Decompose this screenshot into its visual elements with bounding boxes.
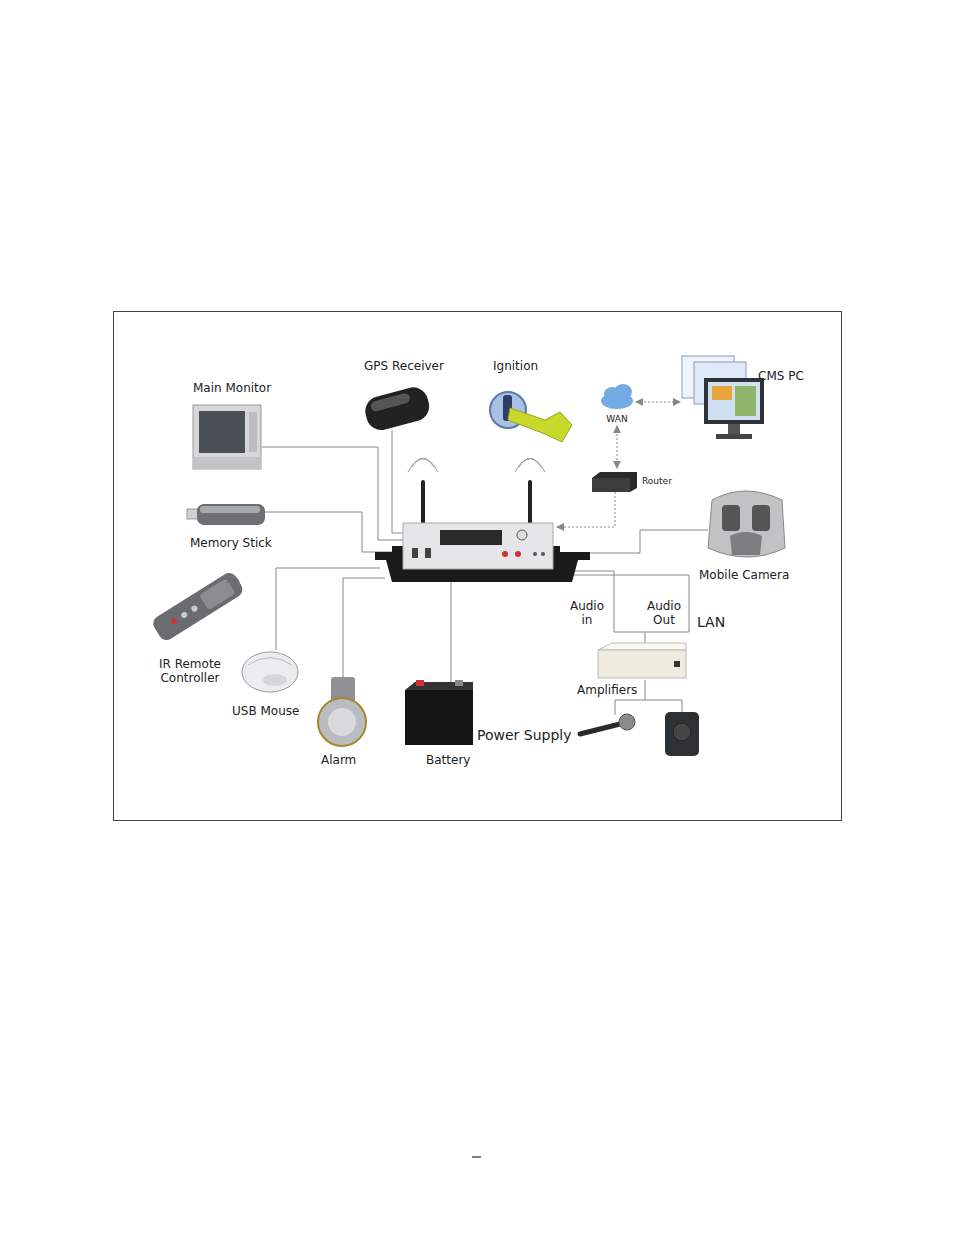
ir-waves xyxy=(226,576,240,586)
device-label: Main Monitor xyxy=(193,381,271,395)
device-label: IR Remote Controller xyxy=(153,657,227,685)
device-node: Router xyxy=(590,468,670,494)
speaker-icon xyxy=(665,712,699,756)
battery-icon xyxy=(405,680,473,745)
device-node: Ignition xyxy=(493,359,538,373)
memory-stick-icon xyxy=(187,504,265,525)
device-label: CMS PC xyxy=(758,369,804,383)
device-label: GPS Receiver xyxy=(364,359,444,373)
monitor-icon xyxy=(193,405,261,469)
cloud-icon xyxy=(601,384,633,409)
device-label: Router xyxy=(642,476,672,487)
network-link xyxy=(617,426,618,468)
device-node: Alarm xyxy=(321,753,356,767)
dvr xyxy=(375,459,590,583)
device-node: CMS PC xyxy=(680,350,810,445)
device-node: Main Monitor xyxy=(193,381,271,395)
pc-icon xyxy=(682,356,764,439)
mouse-icon xyxy=(242,652,298,692)
gps-icon xyxy=(362,384,433,433)
device-label: Mobile Camera xyxy=(699,568,789,582)
device-node: Battery xyxy=(426,753,470,767)
device-node: IR Remote Controller xyxy=(153,657,227,685)
device-label: WAN xyxy=(598,414,636,425)
device-label: Ignition xyxy=(493,359,538,373)
device-label: Battery xyxy=(426,753,470,767)
device-label: USB Mouse xyxy=(232,704,299,718)
router-icon xyxy=(592,472,637,492)
port-label: Audio in xyxy=(566,599,608,627)
device-node: WAN xyxy=(598,378,636,426)
device-node: GPS Receiver xyxy=(364,359,444,373)
port-label: Power Supply xyxy=(477,727,572,744)
device-node: Mobile Camera xyxy=(699,568,789,582)
page-mark xyxy=(472,1157,481,1158)
ignition-icon xyxy=(490,392,572,442)
device-node: Memory Stick xyxy=(190,536,272,550)
port-label: Audio Out xyxy=(643,599,685,627)
device-label: Amplifiers xyxy=(577,683,637,697)
remote-icon xyxy=(150,570,245,643)
device-label: Memory Stick xyxy=(190,536,272,550)
wires xyxy=(262,430,708,715)
device-node: Amplifiers xyxy=(577,683,637,697)
microphone-icon xyxy=(580,714,635,734)
alarm-icon xyxy=(318,677,366,746)
amplifier-icon xyxy=(598,643,686,678)
device-label: Alarm xyxy=(321,753,356,767)
port-label: LAN xyxy=(697,614,725,631)
camera-icon xyxy=(708,491,785,557)
frame xyxy=(114,312,842,821)
network-link xyxy=(636,402,680,403)
device-node: USB Mouse xyxy=(232,704,299,718)
